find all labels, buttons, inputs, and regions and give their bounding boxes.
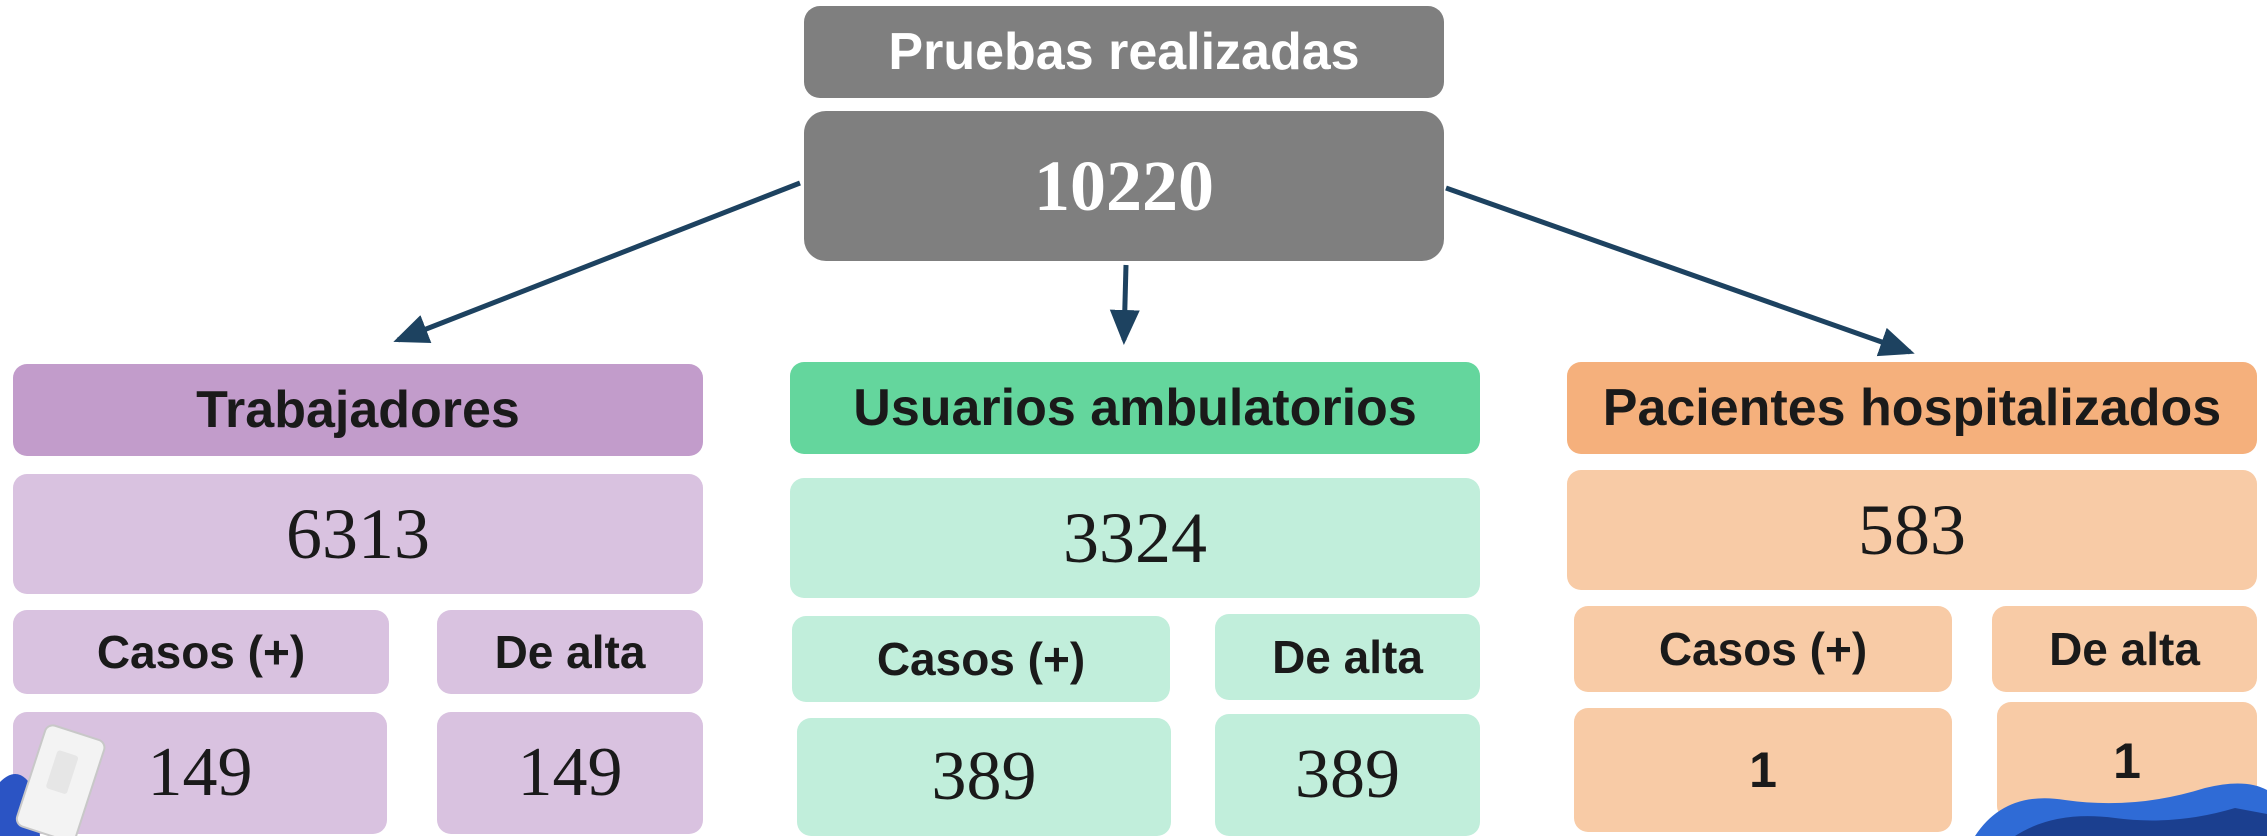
trabajadores-casos-label: Casos (+)	[96, 626, 306, 678]
trabajadores-total-box: 6313	[13, 474, 703, 594]
trabajadores-alta-label-box: De alta	[437, 610, 703, 694]
trabajadores-casos-label-box: Casos (+)	[13, 610, 389, 694]
ambulatorios-alta-value: 389	[1295, 736, 1400, 813]
ambulatorios-casos-label: Casos (+)	[876, 633, 1086, 685]
hospitalizados-alta-label-box: De alta	[1992, 606, 2257, 692]
trabajadores-header: Trabajadores	[13, 364, 703, 456]
arrow-to-hospitalizados	[1445, 185, 1915, 357]
ambulatorios-casos-label-box: Casos (+)	[792, 616, 1170, 702]
pruebas-total: 10220	[1034, 145, 1214, 226]
ambulatorios-label: Usuarios ambulatorios	[853, 379, 1417, 437]
hospitalizados-total-box: 583	[1567, 470, 2257, 590]
hospitalizados-total: 583	[1858, 489, 1966, 570]
hospitalizados-casos-value-box: 1	[1574, 708, 1952, 832]
arrow-to-trabajadores	[393, 180, 801, 344]
trabajadores-alta-value-box: 149	[437, 712, 703, 834]
gloved-hand-image	[1975, 783, 2267, 836]
ambulatorios-header: Usuarios ambulatorios	[790, 362, 1480, 454]
pruebas-title: Pruebas realizadas	[888, 23, 1360, 81]
trabajadores-alta-value: 149	[517, 734, 623, 811]
trabajadores-alta-label: De alta	[494, 626, 646, 678]
arrow-to-ambulatorios	[1109, 264, 1140, 345]
ambulatorios-casos-value: 389	[931, 738, 1037, 815]
hospitalizados-alta-label: De alta	[2049, 623, 2200, 675]
ambulatorios-total-box: 3324	[790, 478, 1480, 598]
ambulatorios-total: 3324	[1063, 497, 1207, 578]
ambulatorios-casos-value-box: 389	[797, 718, 1171, 836]
hospitalizados-casos-value: 1	[1749, 742, 1777, 798]
hospitalizados-casos-label-box: Casos (+)	[1574, 606, 1952, 692]
ambulatorios-alta-label: De alta	[1272, 631, 1423, 683]
hospitalizados-alta-value: 1	[2113, 733, 2141, 789]
pruebas-title-box: Pruebas realizadas	[804, 6, 1444, 98]
hospitalizados-label: Pacientes hospitalizados	[1602, 379, 2222, 437]
trabajadores-casos-value: 149	[147, 734, 253, 811]
test-kit-image	[0, 724, 106, 836]
ambulatorios-alta-label-box: De alta	[1215, 614, 1480, 700]
ambulatorios-alta-value-box: 389	[1215, 714, 1480, 836]
trabajadores-total: 6313	[286, 493, 430, 574]
hospitalizados-header: Pacientes hospitalizados	[1567, 362, 2257, 454]
hospitalizados-casos-label: Casos (+)	[1658, 623, 1868, 675]
trabajadores-label: Trabajadores	[196, 381, 520, 439]
pruebas-total-box: 10220	[804, 111, 1444, 261]
